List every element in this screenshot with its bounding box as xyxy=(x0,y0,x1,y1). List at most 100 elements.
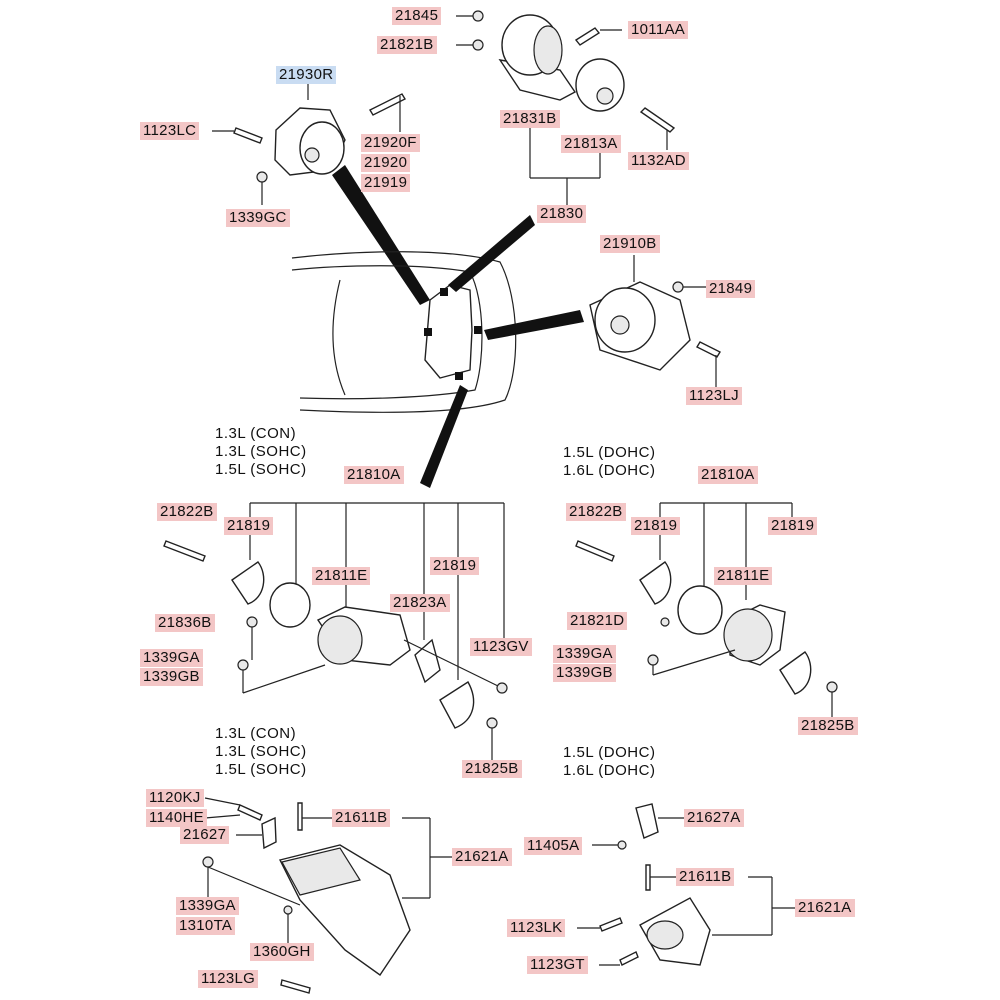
label-1123lk: 1123LK xyxy=(507,919,566,937)
label-11405a: 11405A xyxy=(524,837,583,855)
bolt-21611b-dohc xyxy=(645,864,651,891)
label-21811e-con: 21811E xyxy=(312,567,371,585)
label-21819-con-b: 21819 xyxy=(430,557,480,575)
label-1120kj: 1120KJ xyxy=(146,789,204,807)
label-21627a: 21627A xyxy=(684,809,744,827)
bolt-1123lj xyxy=(696,341,721,358)
label-1339ga-bottom: 1339GA xyxy=(176,897,239,915)
label-1310ta: 1310TA xyxy=(176,917,236,935)
bolt-1011aa xyxy=(574,27,601,46)
label-21819-dohc-a: 21819 xyxy=(631,517,681,535)
label-1123gv: 1123GV xyxy=(470,638,532,656)
bolt-21836b xyxy=(246,616,258,628)
nut-21849 xyxy=(672,281,684,293)
label-21830: 21830 xyxy=(537,205,587,223)
label-21819-con-a: 21819 xyxy=(224,517,274,535)
mount-21621a-con-group xyxy=(202,797,452,994)
label-1339gb-dohc: 1339GB xyxy=(553,664,616,682)
nut-1339gc xyxy=(256,171,268,183)
pointer-arrow-21810a xyxy=(420,385,468,488)
label-1140he: 1140HE xyxy=(146,809,207,827)
label-21821d: 21821D xyxy=(567,612,628,630)
mount-21930r-group xyxy=(212,83,430,305)
label-1360gh: 1360GH xyxy=(250,943,314,961)
label-1339ga-dohc: 1339GA xyxy=(553,645,616,663)
stopper-21819-dohc-b xyxy=(779,651,812,695)
mount-21810a-dohc-group xyxy=(575,502,838,717)
note-engine-variants-dohc-bottom: 1.5L (DOHC) 1.6L (DOHC) xyxy=(563,744,656,779)
mount-21621a-dohc-group xyxy=(577,803,795,966)
bolt-21822b-dohc xyxy=(575,540,615,562)
label-1339gb-con: 1339GB xyxy=(140,668,203,686)
label-21930r: 21930R xyxy=(276,66,337,84)
label-21621a-dohc: 21621A xyxy=(795,899,855,917)
pointer-arrow-21830 xyxy=(448,215,535,292)
label-21611b-dohc: 21611B xyxy=(676,868,735,886)
rubber-mount-21930r xyxy=(299,121,345,175)
bolt-1120kj xyxy=(237,804,263,821)
label-21621a-con: 21621A xyxy=(452,848,512,866)
bolt-1132ad xyxy=(639,107,676,133)
nut-21845 xyxy=(472,10,484,22)
label-1132ad: 1132AD xyxy=(628,152,689,170)
label-21611b-con: 21611B xyxy=(332,809,391,827)
label-21825b-con: 21825B xyxy=(462,760,522,778)
bracket-21823a xyxy=(414,638,441,684)
stopper-21819-dohc-a xyxy=(639,561,672,605)
pointer-arrow-21910b xyxy=(484,310,584,340)
label-21810a-con: 21810A xyxy=(344,466,404,484)
label-1123lj: 1123LJ xyxy=(686,387,742,405)
bracket-21627 xyxy=(261,816,277,850)
label-21821b: 21821B xyxy=(377,36,437,54)
stopper-21819-con-a xyxy=(231,561,265,605)
label-21910b: 21910B xyxy=(600,235,660,253)
label-1011aa: 1011AA xyxy=(628,21,689,39)
nut-1339ga-con xyxy=(237,659,249,671)
bushing-dohc xyxy=(677,585,723,635)
label-21825b-dohc: 21825B xyxy=(798,717,858,735)
pointer-arrow-21930r xyxy=(332,165,430,305)
bolt-1123lg xyxy=(280,979,311,994)
mount-21810a-con-group xyxy=(163,502,508,760)
bolt-21611b-con xyxy=(297,802,303,831)
label-21813a: 21813A xyxy=(561,135,621,153)
bolt-21821d xyxy=(660,617,670,627)
stopper-21819-con-b xyxy=(439,681,475,729)
nut-11405a xyxy=(617,840,627,850)
label-21811e-dohc: 21811E xyxy=(714,567,773,585)
label-21810a-dohc: 21810A xyxy=(698,466,758,484)
note-engine-variants-con: 1.3L (CON) 1.3L (SOHC) 1.5L (SOHC) xyxy=(215,425,307,478)
label-1123lc: 1123LC xyxy=(140,122,200,140)
label-21836b: 21836B xyxy=(155,614,215,632)
bolt-21822b-con xyxy=(163,540,206,562)
bolt-1123gt xyxy=(619,951,639,966)
label-21831b: 21831B xyxy=(500,110,560,128)
nut-21825b-con xyxy=(486,717,498,729)
label-21845: 21845 xyxy=(392,7,442,25)
note-engine-variants-dohc: 1.5L (DOHC) 1.6L (DOHC) xyxy=(563,444,656,479)
label-21849: 21849 xyxy=(706,280,756,298)
label-1339gc: 1339GC xyxy=(226,209,290,227)
bolt-1123lc xyxy=(233,127,263,144)
label-21920: 21920 xyxy=(361,154,411,172)
label-1123gt: 1123GT xyxy=(527,956,588,974)
nut-1360gh xyxy=(283,905,293,915)
nut-1339ga-bottom xyxy=(202,856,214,868)
label-21822b-con: 21822B xyxy=(157,503,217,521)
bushing-21813a xyxy=(575,58,625,112)
label-21627: 21627 xyxy=(180,826,230,844)
bolt-1123lk xyxy=(599,917,623,932)
mount-21830-group xyxy=(456,10,676,205)
bracket-21627a xyxy=(635,803,659,839)
bolt-1123gv xyxy=(496,682,508,694)
engine-block xyxy=(424,284,473,379)
nut-21821b xyxy=(472,39,484,51)
nut-1339ga-dohc xyxy=(647,654,659,666)
car-body-outline xyxy=(291,215,584,488)
label-21920f: 21920F xyxy=(361,134,420,152)
label-21822b-dohc: 21822B xyxy=(566,503,626,521)
bolt-21920f xyxy=(369,93,406,116)
label-21823a: 21823A xyxy=(390,594,450,612)
label-21819-dohc-b: 21819 xyxy=(768,517,818,535)
